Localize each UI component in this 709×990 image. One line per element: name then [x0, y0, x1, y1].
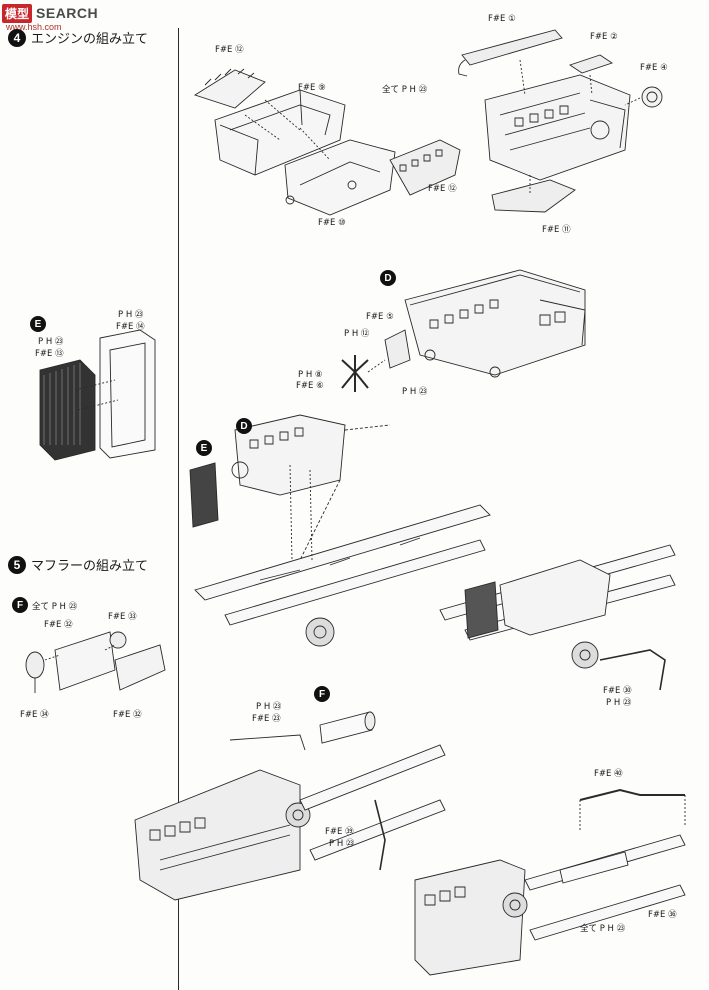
label-fe10: F#E ⑩ — [318, 218, 346, 228]
fan-drawing — [341, 355, 369, 392]
engine-block-parts-drawing — [193, 68, 461, 216]
chassis-exhaust-drawing — [414, 788, 686, 976]
label-fe12-mid: F#E ⑫ — [428, 184, 457, 194]
label-ph23-m2: P H ㉓ — [329, 839, 355, 849]
label-fe32-b: F#E ㉜ — [113, 710, 142, 720]
label-ph23-e2: P H ㉓ — [38, 337, 64, 347]
label-fe4: F#E ④ — [640, 63, 668, 73]
step-5-title: 5 マフラーの組み立て — [8, 555, 148, 574]
label-all-ph23-b: 全て P H ㉓ — [580, 924, 626, 934]
label-fe1: F#E ① — [488, 14, 516, 24]
label-ph23-e1: P H ㉓ — [118, 310, 144, 320]
label-fe39: F#E ㊴ — [325, 827, 354, 837]
label-fe33: F#E ㉝ — [108, 612, 137, 622]
label-fe12-top: F#E ⑫ — [215, 45, 244, 55]
chassis-muffler-drawing — [134, 711, 446, 901]
label-fe32-a: F#E ㉜ — [44, 620, 73, 630]
chassis-assembled-drawing — [439, 544, 676, 691]
chassis-engine-drawing — [189, 414, 491, 647]
step-5-number: 5 — [8, 555, 26, 574]
label-fe2: F#E ② — [590, 32, 618, 42]
label-fe5: F#E ⑤ — [366, 312, 394, 322]
label-fe9: F#E ⑨ — [298, 83, 326, 93]
watermark-text: SEARCH — [36, 5, 99, 21]
label-fe30-right: F#E ㉚ — [603, 686, 632, 696]
column-divider — [178, 28, 179, 990]
muffler-f-drawing — [25, 631, 166, 693]
callout-e-mid: E — [196, 440, 212, 456]
step-5-text: マフラーの組み立て — [31, 559, 149, 574]
step-4-text: エンジンの組み立て — [31, 32, 149, 47]
label-fe36: F#E ㊱ — [648, 910, 677, 920]
watermark-badge: 模型 — [2, 3, 33, 23]
label-fe6: F#E ⑥ — [296, 381, 324, 391]
label-fe11: F#E ⑪ — [542, 225, 571, 235]
callout-d-top: D — [380, 270, 396, 286]
label-fe14: F#E ⑭ — [116, 322, 145, 332]
label-ph23-right: P H ㉓ — [606, 698, 632, 708]
label-ph23-d: P H ㉓ — [402, 387, 428, 397]
label-ph8: P H ⑧ — [298, 370, 323, 380]
label-fe23: F#E ㉓ — [252, 714, 281, 724]
label-ph12: P H ⑫ — [344, 329, 370, 339]
engine-d-drawing — [341, 269, 586, 392]
watermark-site: www.hsh.com — [6, 22, 62, 32]
label-fe13: F#E ⑬ — [35, 349, 64, 359]
callout-e-left: E — [30, 316, 46, 332]
watermark: 模型 SEARCH — [2, 3, 99, 23]
callout-f-left: F — [12, 597, 28, 613]
engine-assembly-drawing — [458, 29, 663, 213]
label-fe34: F#E ㉞ — [20, 710, 49, 720]
radiator-e-drawing — [39, 329, 156, 461]
label-fe40: F#E ㊵ — [594, 769, 623, 779]
label-ph23-m1: P H ㉓ — [256, 702, 282, 712]
callout-d-mid: D — [236, 418, 252, 434]
label-all-ph23-f: 全て P H ㉓ — [32, 602, 78, 612]
step-4-title: 4 エンジンの組み立て — [8, 28, 148, 47]
step-4-number: 4 — [8, 28, 26, 47]
label-all-ph23-a: 全て P H ㉓ — [382, 85, 428, 95]
callout-f-bottom: F — [314, 686, 330, 702]
